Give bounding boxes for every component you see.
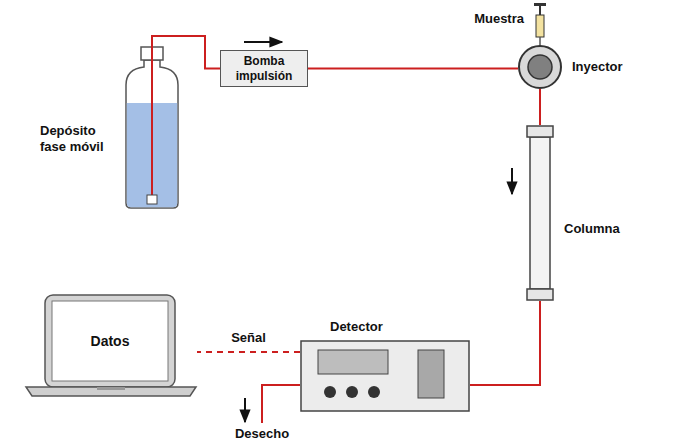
signal-line bbox=[197, 351, 300, 353]
flow-tube bbox=[470, 301, 540, 385]
detector-box: Detector bbox=[300, 340, 470, 412]
node-label: Muestra bbox=[474, 11, 524, 27]
signal-label: Señal bbox=[231, 330, 266, 346]
column-outline bbox=[526, 125, 554, 301]
injector-valve: Inyector bbox=[518, 45, 562, 89]
flow-arrow bbox=[244, 398, 246, 422]
syringe: Muestra bbox=[532, 3, 548, 47]
column: Columna bbox=[526, 125, 554, 301]
node-label: Columna bbox=[564, 221, 620, 237]
injector-valve-outline bbox=[518, 45, 562, 89]
flow-arrow bbox=[244, 41, 282, 43]
data-laptop: Datos bbox=[25, 292, 197, 397]
mobile-phase-bottle: Depósito fase móvil bbox=[122, 45, 182, 210]
flow-arrow bbox=[511, 168, 513, 194]
node-label: Detector bbox=[330, 319, 383, 335]
flow-tube bbox=[308, 68, 518, 70]
pump-box: Bomba impulsión bbox=[220, 50, 308, 87]
node-label: Datos bbox=[52, 301, 168, 381]
waste-tube bbox=[262, 385, 300, 423]
node-label: Inyector bbox=[572, 59, 623, 75]
detector-box-outline bbox=[300, 340, 470, 412]
node-label: Depósito fase móvil bbox=[40, 123, 114, 154]
waste-label: Desecho bbox=[235, 426, 289, 442]
node-label: Bomba impulsión bbox=[227, 54, 301, 83]
flow-tube bbox=[539, 89, 541, 125]
mobile-phase-bottle-outline bbox=[122, 45, 182, 210]
syringe-outline bbox=[532, 3, 548, 47]
